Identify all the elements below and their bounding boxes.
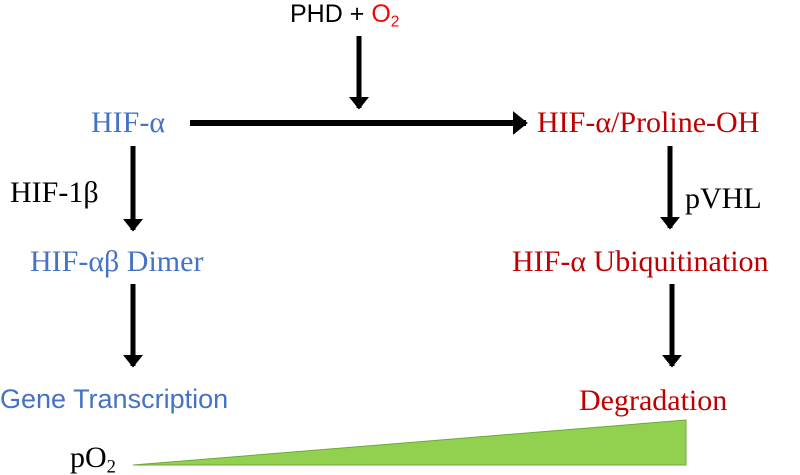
hif-ubiquitination-node: HIF-α Ubiquitination [512,245,769,278]
oxygen-text: O2 [371,0,400,31]
po2-subscript: 2 [106,456,116,475]
degradation-node: Degradation [579,384,728,417]
phd-o2-label: PHD + O2 [290,2,399,30]
oxygen-subscript: 2 [390,13,400,31]
hif-dimer-node: HIF-αβ Dimer [30,245,204,278]
hif-alpha-node: HIF-α [91,106,166,139]
plus-text: + [349,0,365,28]
hif-1beta-label: HIF-1β [10,176,99,209]
po2-gradient-wedge [132,419,687,466]
po2-label: pO2 [70,443,116,475]
gene-transcription-node: Gene Transcription [0,384,229,414]
phd-text: PHD [290,0,343,28]
hif-proline-oh-node: HIF-α/Proline-OH [537,106,760,139]
po2-text: pO [70,441,107,474]
oxygen-symbol: O [371,0,391,28]
pvhl-label: pVHL [685,182,762,215]
